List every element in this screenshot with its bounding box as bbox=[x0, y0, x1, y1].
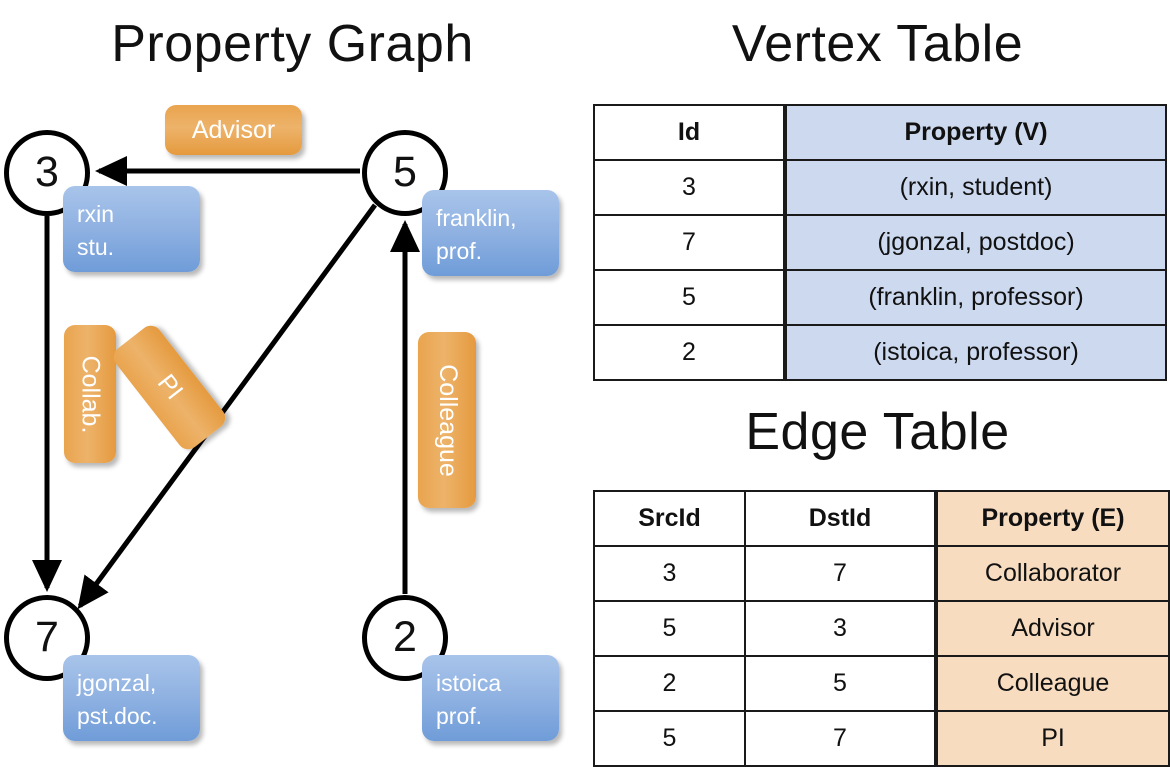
vertex-row-1-property: (jgonzal, postdoc) bbox=[783, 214, 1167, 271]
node-property-jgonzal-line1: jgonzal, bbox=[77, 670, 157, 696]
edge-row-0-src: 3 bbox=[593, 545, 746, 602]
table-row[interactable]: 2 5 Colleague bbox=[593, 655, 1170, 712]
page-title-vertex-table: Vertex Table bbox=[731, 15, 1024, 73]
node-property-box-jgonzal: jgonzal, pst.doc. bbox=[63, 655, 200, 741]
table-row[interactable]: 2 (istoica, professor) bbox=[593, 324, 1167, 381]
node-property-rxin-line2: stu. bbox=[77, 233, 115, 260]
table-row[interactable]: 5 3 Advisor bbox=[593, 600, 1170, 657]
edge-row-2-property: Colleague bbox=[934, 655, 1170, 712]
table-row[interactable]: 7 (jgonzal, postdoc) bbox=[593, 214, 1167, 271]
table-row[interactable]: 3 (rxin, student) bbox=[593, 159, 1167, 216]
edge-row-2-dst: 5 bbox=[744, 655, 937, 712]
edge-label-advisor-text: Advisor bbox=[191, 115, 276, 144]
node-property-franklin-line1: franklin, bbox=[436, 205, 517, 231]
page-title-property-graph: Property Graph bbox=[111, 15, 474, 73]
vertex-row-3-id: 2 bbox=[593, 324, 786, 381]
edge-table-header-row: SrcId DstId Property (E) bbox=[593, 490, 1170, 547]
edge-row-3-dst: 7 bbox=[744, 710, 937, 767]
graph-node-7-label: 7 bbox=[35, 612, 59, 661]
graph-node-5[interactable]: 5 bbox=[362, 130, 448, 216]
node-property-rxin-line1: rxin bbox=[77, 201, 115, 227]
edge-row-0-property: Collaborator bbox=[934, 545, 1170, 602]
page-title-edge-table: Edge Table bbox=[745, 403, 1010, 461]
graph-node-2[interactable]: 2 bbox=[362, 595, 448, 681]
table-row[interactable]: 3 7 Collaborator bbox=[593, 545, 1170, 602]
edge-label-colleague-text: Colleague bbox=[433, 363, 462, 477]
table-row[interactable]: 5 7 PI bbox=[593, 710, 1170, 767]
edge-row-0-dst: 7 bbox=[744, 545, 937, 602]
edge-table: SrcId DstId Property (E) 3 7 Collaborato… bbox=[593, 490, 1170, 767]
vertex-row-1-id: 7 bbox=[593, 214, 786, 271]
edge-row-1-src: 5 bbox=[593, 600, 746, 657]
node-property-box-franklin: franklin, prof. bbox=[422, 190, 559, 276]
vertex-table-header-row: Id Property (V) bbox=[593, 104, 1167, 161]
edge-label-pi-text: PI bbox=[151, 369, 189, 406]
edge-label-collab: Collab. bbox=[64, 325, 116, 463]
edge-label-collab-text: Collab. bbox=[76, 355, 105, 433]
graph-edges-svg bbox=[32, 156, 420, 610]
graph-node-5-label: 5 bbox=[393, 147, 417, 196]
vertex-table-header-property: Property (V) bbox=[783, 104, 1167, 161]
edge-row-3-src: 5 bbox=[593, 710, 746, 767]
edge-row-2-src: 2 bbox=[593, 655, 746, 712]
edge-row-1-dst: 3 bbox=[744, 600, 937, 657]
node-property-istoica-line2: prof. bbox=[436, 702, 483, 729]
edge-5-to-7 bbox=[77, 203, 378, 610]
edge-table-header-srcid: SrcId bbox=[593, 490, 746, 547]
table-row[interactable]: 5 (franklin, professor) bbox=[593, 269, 1167, 326]
edge-row-3-property: PI bbox=[934, 710, 1170, 767]
vertex-table-header-id: Id bbox=[593, 104, 786, 161]
graph-node-2-label: 2 bbox=[393, 612, 417, 661]
edge-label-advisor: Advisor bbox=[165, 105, 302, 155]
node-property-jgonzal-line2: pst.doc. bbox=[77, 702, 158, 729]
edge-table-header-dstid: DstId bbox=[744, 490, 937, 547]
vertex-row-0-property: (rxin, student) bbox=[783, 159, 1167, 216]
node-property-istoica-line1: istoica bbox=[436, 670, 502, 696]
node-property-box-istoica: istoica prof. bbox=[422, 655, 559, 741]
property-graph-diagram: 3 5 7 2 rxin stu. franklin, prof. jgonza… bbox=[0, 0, 585, 760]
vertex-table: Id Property (V) 3 (rxin, student) 7 (jgo… bbox=[593, 104, 1167, 381]
vertex-row-0-id: 3 bbox=[593, 159, 786, 216]
graph-node-3-label: 3 bbox=[35, 147, 59, 196]
edge-row-1-property: Advisor bbox=[934, 600, 1170, 657]
vertex-row-2-property: (franklin, professor) bbox=[783, 269, 1167, 326]
edge-table-header-property: Property (E) bbox=[934, 490, 1170, 547]
vertex-row-2-id: 5 bbox=[593, 269, 786, 326]
node-property-franklin-line2: prof. bbox=[436, 237, 483, 264]
node-property-box-rxin: rxin stu. bbox=[63, 186, 200, 272]
edge-label-colleague: Colleague bbox=[418, 332, 476, 508]
vertex-row-3-property: (istoica, professor) bbox=[783, 324, 1167, 381]
